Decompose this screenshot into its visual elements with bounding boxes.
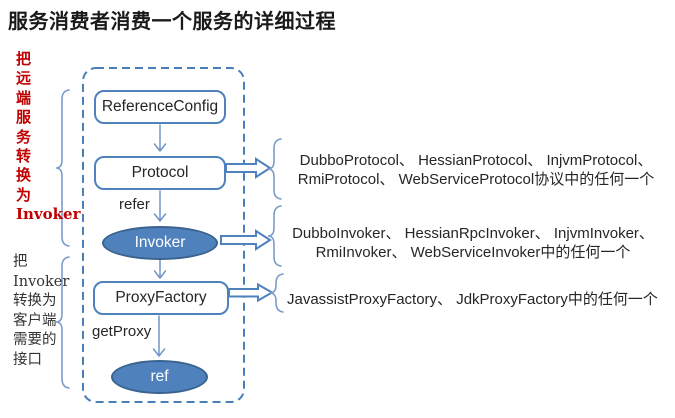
annotation-line: 把: [13, 254, 28, 270]
arrow-proxyfactory-to-ref-icon: [152, 315, 166, 357]
annotation-line: 为: [16, 185, 32, 204]
node-proxy-factory: ProxyFactory: [93, 281, 229, 315]
annotation-line: Invoker: [16, 205, 81, 224]
annotation-line: 换: [16, 166, 32, 185]
annotation-line: 远: [16, 69, 32, 88]
block-arrow-proxyfactory-icon: [228, 282, 275, 303]
arrow-invoker-to-proxyfactory-icon: [153, 259, 167, 279]
note-line: DubboInvoker、 HessianRpcInvoker、 InjvmIn…: [292, 225, 654, 242]
note-line: RmiInvoker、 WebServiceInvoker中的任何一个: [315, 244, 631, 261]
block-arrow-invoker-icon: [220, 229, 272, 251]
annotation-line: 转: [16, 147, 32, 166]
node-ref: ref: [111, 360, 208, 394]
edge-label-getproxy: getProxy: [92, 323, 152, 340]
annotation-line: 接口: [13, 351, 42, 368]
block-arrows: [220, 157, 275, 303]
node-protocol: Protocol: [94, 156, 226, 190]
page-title: 服务消费者消费一个服务的详细过程: [8, 11, 336, 33]
annotation-line: 务: [16, 127, 32, 146]
right-brace-proxyfactory-icon: [269, 273, 284, 313]
annotation-line: 需要的: [13, 332, 57, 348]
annotation-line: 端: [16, 88, 32, 107]
annotation-remote-to-invoker: 把 远 端 服 务 转 换 为 Invoker: [16, 50, 88, 225]
annotation-line: 把: [16, 50, 32, 68]
annotation-invoker-to-interface: 把 Invoker 转换为 客户端 需要的 接口: [13, 253, 85, 370]
note-invoker-implementations: DubboInvoker、 HessianRpcInvoker、 InjvmIn…: [282, 224, 664, 262]
right-brace-invoker-icon: [267, 205, 282, 267]
annotation-line: Invoker: [13, 273, 70, 290]
annotation-line: 转换为: [13, 293, 57, 309]
edge-label-refer: refer: [119, 196, 150, 213]
block-arrow-protocol-icon: [225, 157, 272, 179]
note-proxyfactory-implementations: JavassistProxyFactory、 JdkProxyFactory中的…: [287, 290, 675, 309]
annotation-line: 客户端: [13, 312, 57, 329]
note-line: JavassistProxyFactory、 JdkProxyFactory中的…: [287, 291, 658, 308]
node-invoker: Invoker: [102, 226, 218, 260]
right-brace-protocol-icon: [267, 138, 282, 200]
note-line: RmiProtocol、 WebServiceProtocol协议中的任何一个: [297, 171, 655, 188]
note-protocol-implementations: DubboProtocol、 HessianProtocol、 InjvmPro…: [282, 151, 670, 189]
note-line: DubboProtocol、 HessianProtocol、 InjvmPro…: [299, 152, 653, 169]
arrow-protocol-to-invoker-icon: [153, 190, 167, 222]
arrow-referenceconfig-to-protocol-icon: [153, 124, 167, 152]
node-reference-config: ReferenceConfig: [94, 90, 226, 124]
annotation-line: 服: [16, 108, 32, 127]
